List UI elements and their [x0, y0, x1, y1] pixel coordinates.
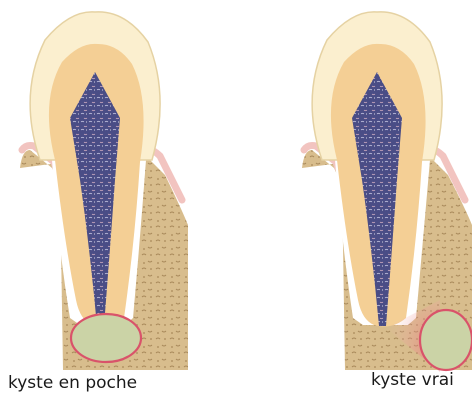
cyst-true [420, 310, 472, 370]
caption-left: kyste en poche [8, 375, 137, 392]
caption-right: kyste vrai [371, 372, 454, 389]
cyst-pocket [71, 314, 141, 362]
tooth-left [20, 12, 188, 370]
tooth-right [302, 12, 472, 372]
